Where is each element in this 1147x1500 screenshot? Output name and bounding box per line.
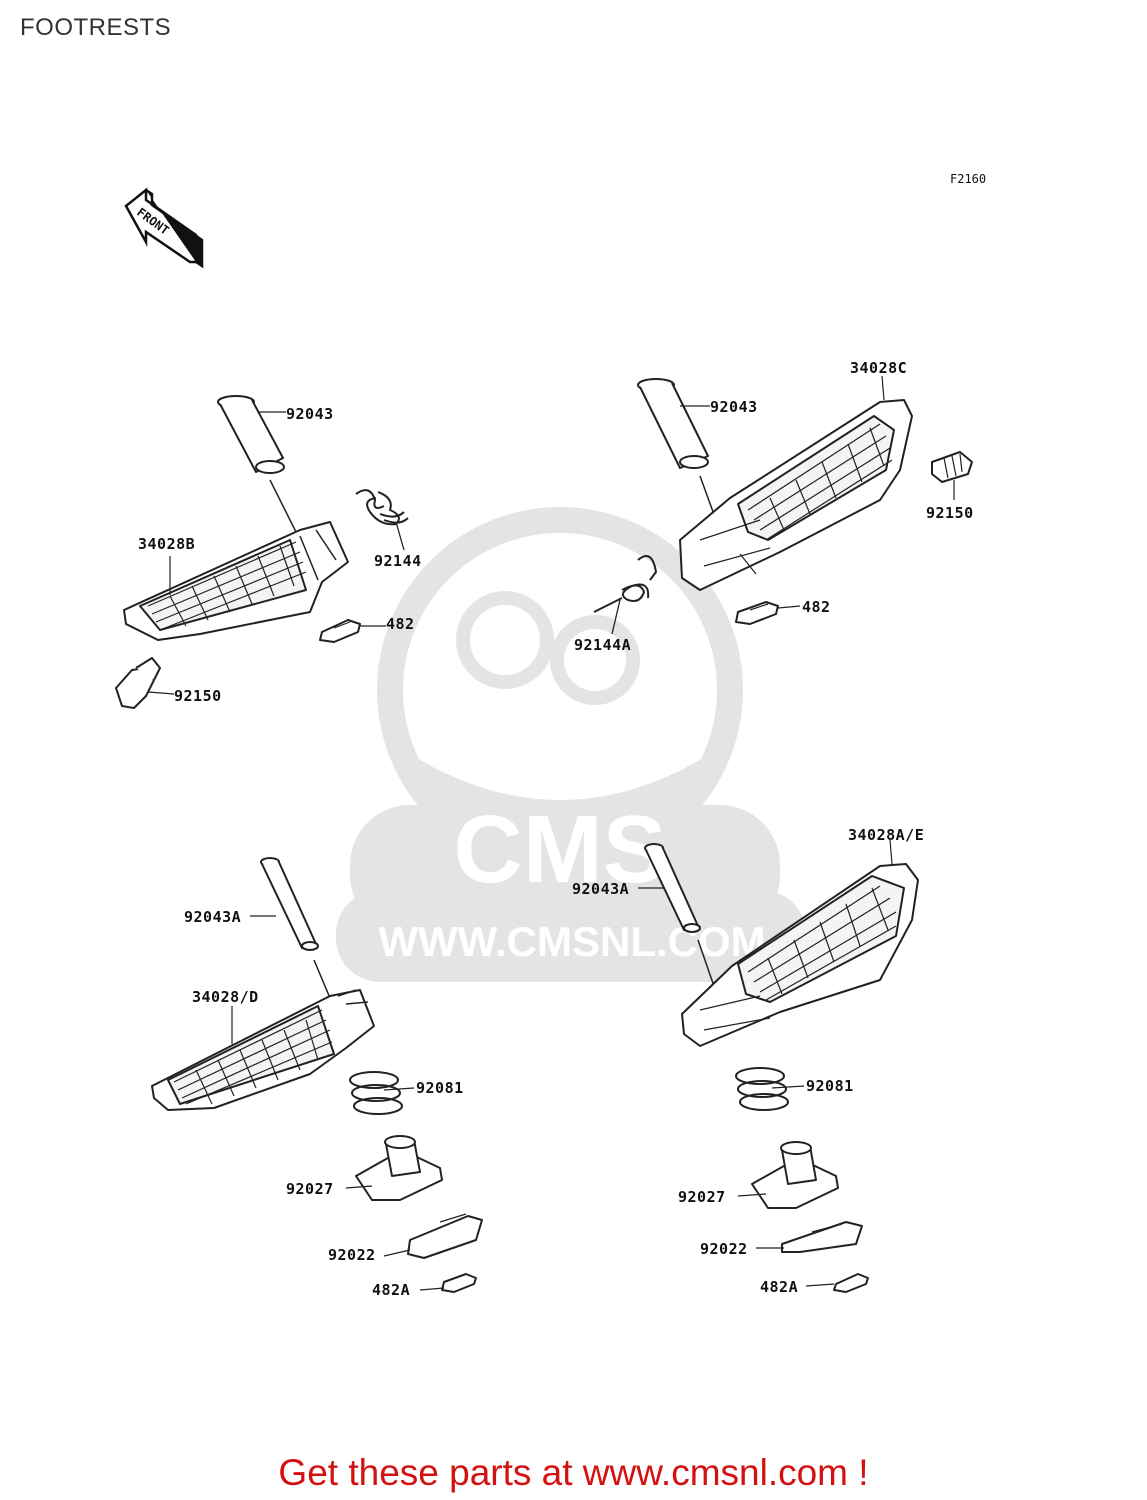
part-label-92144a: 92144A xyxy=(574,636,632,654)
part-label-34028ae: 34028A/E xyxy=(848,826,925,844)
part-label-34028b: 34028B xyxy=(138,535,196,553)
part-label-482-left: 482 xyxy=(386,615,415,633)
watermark-brand: CMS xyxy=(453,796,666,903)
cms-watermark: CMS WWW.CMSNL.COM xyxy=(336,507,806,982)
leader-lines xyxy=(147,405,835,1291)
washer-482a-right xyxy=(833,1273,869,1293)
footrest-34028b xyxy=(123,521,349,641)
part-label-482a-left: 482A xyxy=(372,1281,411,1299)
spring-92081-left xyxy=(349,1071,403,1115)
footrest-34028c xyxy=(679,399,913,591)
part-label-92043a-right: 92043A xyxy=(572,880,630,898)
part-label-482a-right: 482A xyxy=(760,1278,799,1296)
part-label-92043-right: 92043 xyxy=(710,398,758,416)
part-label-92081-left: 92081 xyxy=(416,1079,464,1097)
part-label-92022-right: 92022 xyxy=(700,1240,748,1258)
part-label-92043a-left: 92043A xyxy=(184,908,242,926)
part-label-92027-right: 92027 xyxy=(678,1188,726,1206)
pin-92043a-left xyxy=(260,857,319,951)
footrest-34028d xyxy=(151,989,375,1111)
figure-code: F2160 xyxy=(950,172,987,186)
pin-92043a-right xyxy=(644,843,701,933)
part-label-92027-left: 92027 xyxy=(286,1180,334,1198)
plate-92022-right xyxy=(781,1221,863,1253)
part-label-92150-right: 92150 xyxy=(926,504,974,522)
bolt-92150-left xyxy=(115,657,161,709)
front-arrow-icon: FRONT xyxy=(124,187,204,269)
plate-92022-left xyxy=(407,1213,483,1259)
part-label-482-right: 482 xyxy=(802,598,831,616)
pin-92043-right xyxy=(637,378,709,469)
spring-92081-right xyxy=(735,1067,789,1111)
spring-92144 xyxy=(355,489,409,526)
page-title: FOOTRESTS xyxy=(20,14,172,41)
washer-482a-left xyxy=(441,1273,477,1293)
part-label-34028d: 34028/D xyxy=(192,988,259,1006)
spring-92144a xyxy=(593,555,657,613)
footer-shop-link[interactable]: Get these parts at www.cmsnl.com ! xyxy=(278,1452,869,1493)
pin-92043-left xyxy=(217,395,285,474)
part-label-34028c: 34028C xyxy=(850,359,908,377)
part-label-92144: 92144 xyxy=(374,552,422,570)
bracket-92027-left xyxy=(355,1135,443,1201)
bracket-92027-right xyxy=(751,1141,839,1209)
part-label-92022-left: 92022 xyxy=(328,1246,376,1264)
part-label-92081-right: 92081 xyxy=(806,1077,854,1095)
watermark-url: WWW.CMSNL.COM xyxy=(378,918,765,965)
part-label-92150-left: 92150 xyxy=(174,687,222,705)
washer-482-left xyxy=(319,619,361,643)
bolt-92150-right xyxy=(931,451,973,483)
washer-482-right xyxy=(735,601,779,625)
part-label-92043-left: 92043 xyxy=(286,405,334,423)
footrest-34028ae xyxy=(681,863,919,1047)
